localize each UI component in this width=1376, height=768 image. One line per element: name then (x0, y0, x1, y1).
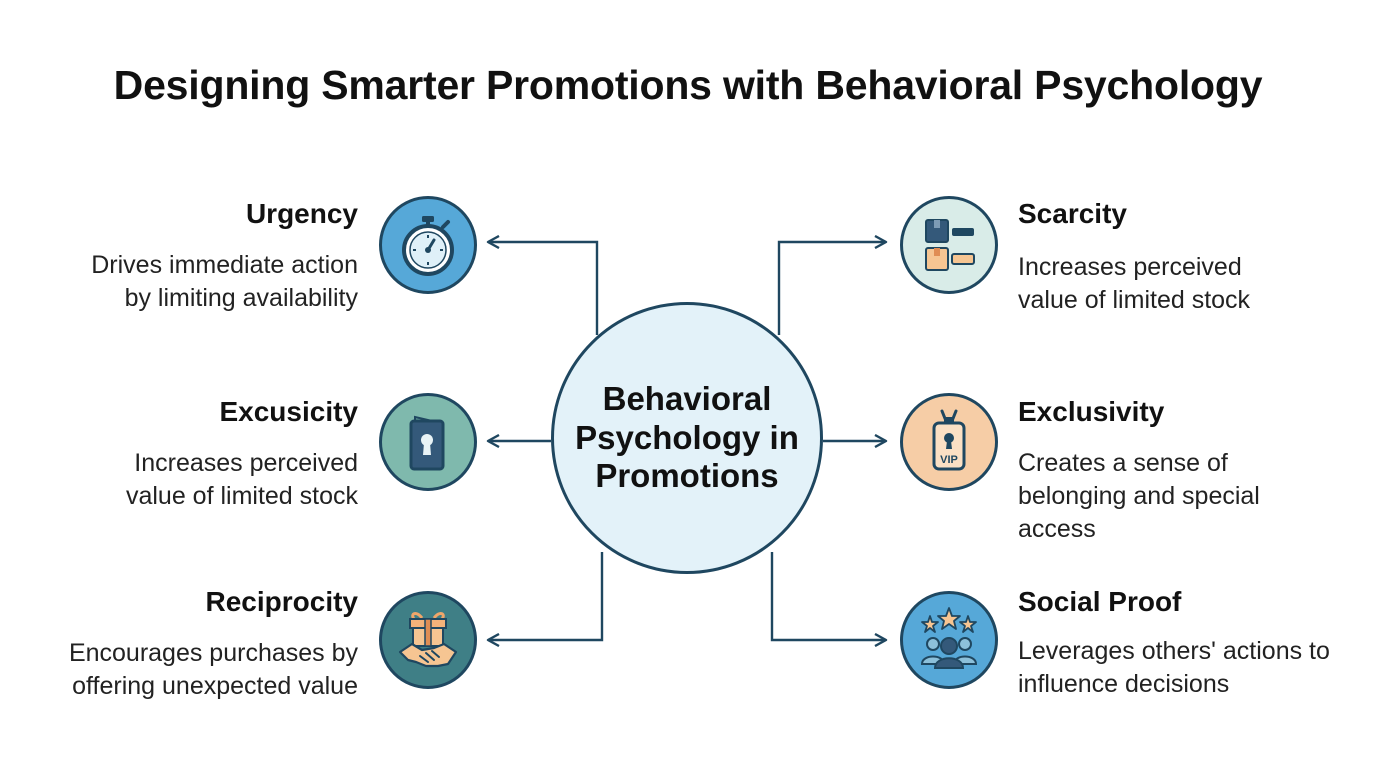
hub-label: Behavioral Psychology in Promotions (575, 379, 799, 495)
locked-door-icon (379, 393, 477, 491)
connector-urgency (488, 242, 599, 335)
node-desc-exclusivity: Creates a sense of belonging and special… (1018, 449, 1260, 543)
node-title-reciprocity: Reciprocity (205, 586, 359, 617)
node-title-exclusivity: Exclusivity (1018, 396, 1165, 427)
node-title-urgency: Urgency (245, 198, 358, 229)
node-desc-urgency: Drives immediate action by limiting avai… (91, 251, 358, 312)
vip-badge-icon: VIP (900, 393, 998, 491)
node-title-social-proof: Social Proof (1018, 586, 1182, 617)
node-desc-excusicity: Increases perceived value of limited sto… (125, 449, 358, 510)
node-desc-social-proof: Leverages others' actions to influence d… (1018, 637, 1330, 698)
node-desc-reciprocity: Encourages purchases by offering unexpec… (68, 639, 358, 700)
node-desc-scarcity: Increases perceived value of limited sto… (1018, 253, 1251, 314)
node-title-excusicity: Excusicity (219, 396, 358, 427)
stopwatch-icon (379, 196, 477, 294)
page-title: Designing Smarter Promotions with Behavi… (113, 62, 1263, 108)
connector-social-proof (770, 552, 886, 640)
boxes-icon (900, 196, 998, 294)
gift-handshake-icon (379, 591, 477, 689)
connector-reciprocity (488, 552, 604, 640)
hub-circle: Behavioral Psychology in Promotions (551, 302, 823, 574)
vip-badge-text: VIP (940, 454, 958, 466)
connector-scarcity (777, 242, 886, 335)
node-title-scarcity: Scarcity (1018, 198, 1127, 229)
stars-people-icon (900, 591, 998, 689)
